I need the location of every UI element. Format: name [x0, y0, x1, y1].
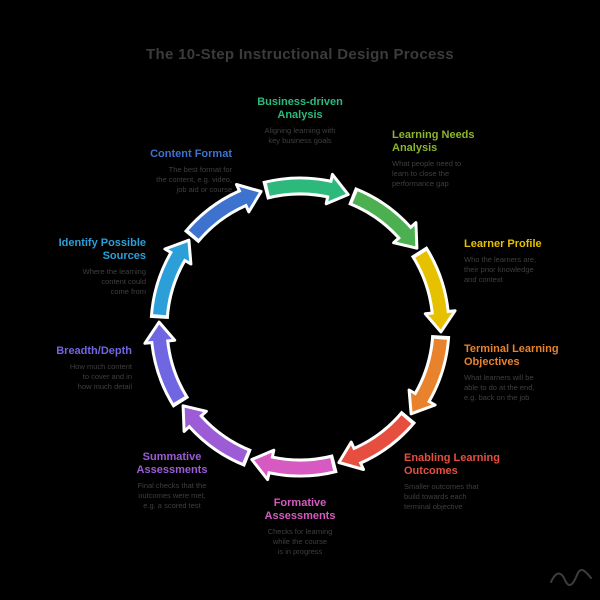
diagram-title: The 10-Step Instructional Design Process: [146, 46, 454, 63]
arrow-arc: [188, 189, 252, 239]
arrow-arc: [185, 411, 248, 463]
step-desc-learner-profile: Who the learners are, their prior knowle…: [464, 254, 537, 285]
arrow-business-driven-analysis: [262, 172, 350, 206]
arrow-arc: [152, 333, 185, 403]
arrow-learner-profile: [410, 246, 457, 334]
arrow-enabling-learning-outcomes: [337, 410, 417, 471]
step-desc-breadth-depth: How much content to cover and in how muc…: [69, 361, 132, 392]
step-desc-enabling-learning-outcomes: Smaller outcomes that build towards each…: [404, 481, 479, 512]
arrow-arc: [348, 415, 412, 465]
arrow-arc: [352, 191, 415, 243]
step-desc-identify-possible-sources: Where the learning content could come fr…: [82, 266, 146, 297]
step-desc-summative-assessments: Final checks that the outcomes were met,…: [137, 480, 207, 511]
step-label-enabling-learning-outcomes: Enabling Learning Outcomes: [404, 452, 500, 477]
arrow-arc: [261, 456, 334, 475]
arrow-identify-possible-sources: [149, 238, 193, 320]
arrow-terminal-learning-objectives: [407, 334, 451, 416]
arrow-arc: [266, 179, 339, 198]
step-label-business-driven-analysis: Business-driven Analysis: [257, 96, 343, 121]
step-desc-formative-assessments: Checks for learning while the course is …: [267, 526, 333, 557]
step-label-content-format: Content Format: [150, 148, 232, 160]
arrow-arc: [415, 251, 448, 321]
step-label-formative-assessments: Formative Assessments: [264, 497, 336, 522]
arrow-arc: [153, 246, 188, 316]
step-label-learner-profile: Learner Profile: [464, 238, 542, 250]
arrow-breadth-depth: [143, 320, 190, 408]
step-label-summative-assessments: Summative Assessments: [136, 451, 208, 476]
step-label-learning-needs-analysis: Learning Needs Analysis: [392, 129, 475, 154]
signature-watermark: [550, 569, 592, 586]
step-label-identify-possible-sources: Identify Possible Sources: [58, 237, 146, 262]
arrow-arc: [412, 338, 447, 408]
step-label-breadth-depth: Breadth/Depth: [56, 345, 132, 357]
arrow-learning-needs-analysis: [347, 186, 419, 250]
step-desc-business-driven-analysis: Aligning learning with key business goal…: [264, 125, 336, 146]
step-label-terminal-learning-objectives: Terminal Learning Objectives: [464, 343, 559, 368]
step-desc-content-format: The best format for the content, e.g. vi…: [156, 164, 232, 195]
step-desc-learning-needs-analysis: What people need to learn to close the p…: [392, 158, 462, 189]
arrow-content-format: [183, 183, 263, 244]
arrow-formative-assessments: [250, 448, 338, 482]
step-desc-terminal-learning-objectives: What learners will be able to do at the …: [464, 372, 535, 403]
arrow-summative-assessments: [181, 404, 253, 468]
